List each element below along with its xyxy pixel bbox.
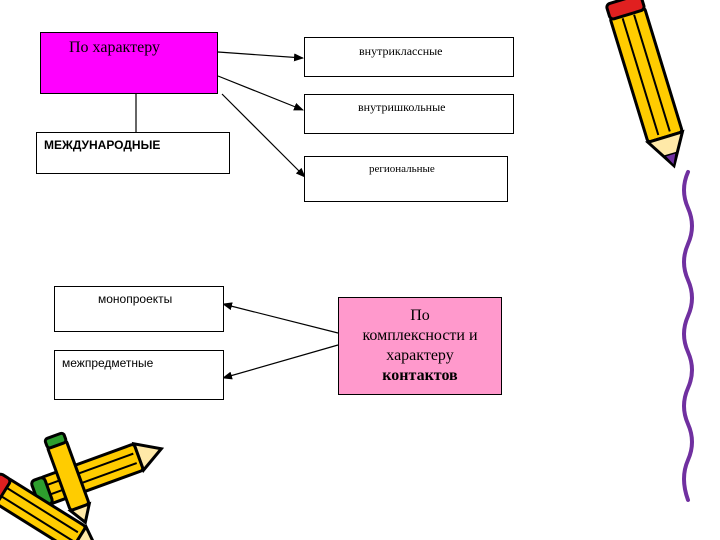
regional-label: региональные: [369, 163, 435, 175]
intra-class-label: внутриклассные: [359, 44, 443, 58]
intra-school-label: внутришкольные: [358, 100, 446, 114]
mono-projects-box: монопроекты: [54, 286, 224, 332]
complexity-line-4: контактов: [382, 367, 458, 384]
complexity-line-3: характеру: [386, 347, 454, 364]
regional-box: региональные: [304, 156, 508, 202]
mono-projects-label: монопроекты: [98, 292, 173, 306]
arrow-to-intra-school: [217, 75, 304, 111]
intra-school-box: внутришкольные: [304, 94, 514, 134]
arrow-to-intra-class: [217, 51, 304, 62]
arrow-to-regional: [221, 93, 306, 178]
complexity-category-box: По комплексности и характеру контактов: [338, 297, 502, 395]
main-category-box: По характеру: [40, 32, 218, 94]
intra-class-box: внутриклассные: [304, 37, 514, 77]
main-category-label: По характеру: [69, 39, 160, 56]
international-box: МЕЖДУНАРОДНЫЕ: [36, 132, 230, 174]
international-label: МЕЖДУНАРОДНЫЕ: [44, 138, 161, 152]
complexity-line-2: комплексности и: [362, 327, 478, 344]
arrow-to-interdisciplinary: [222, 344, 339, 380]
complexity-line-1: По: [410, 307, 430, 324]
arrow-to-mono: [222, 302, 339, 334]
interdisciplinary-box: межпредметные: [54, 350, 224, 400]
interdisciplinary-label: межпредметные: [62, 356, 154, 370]
